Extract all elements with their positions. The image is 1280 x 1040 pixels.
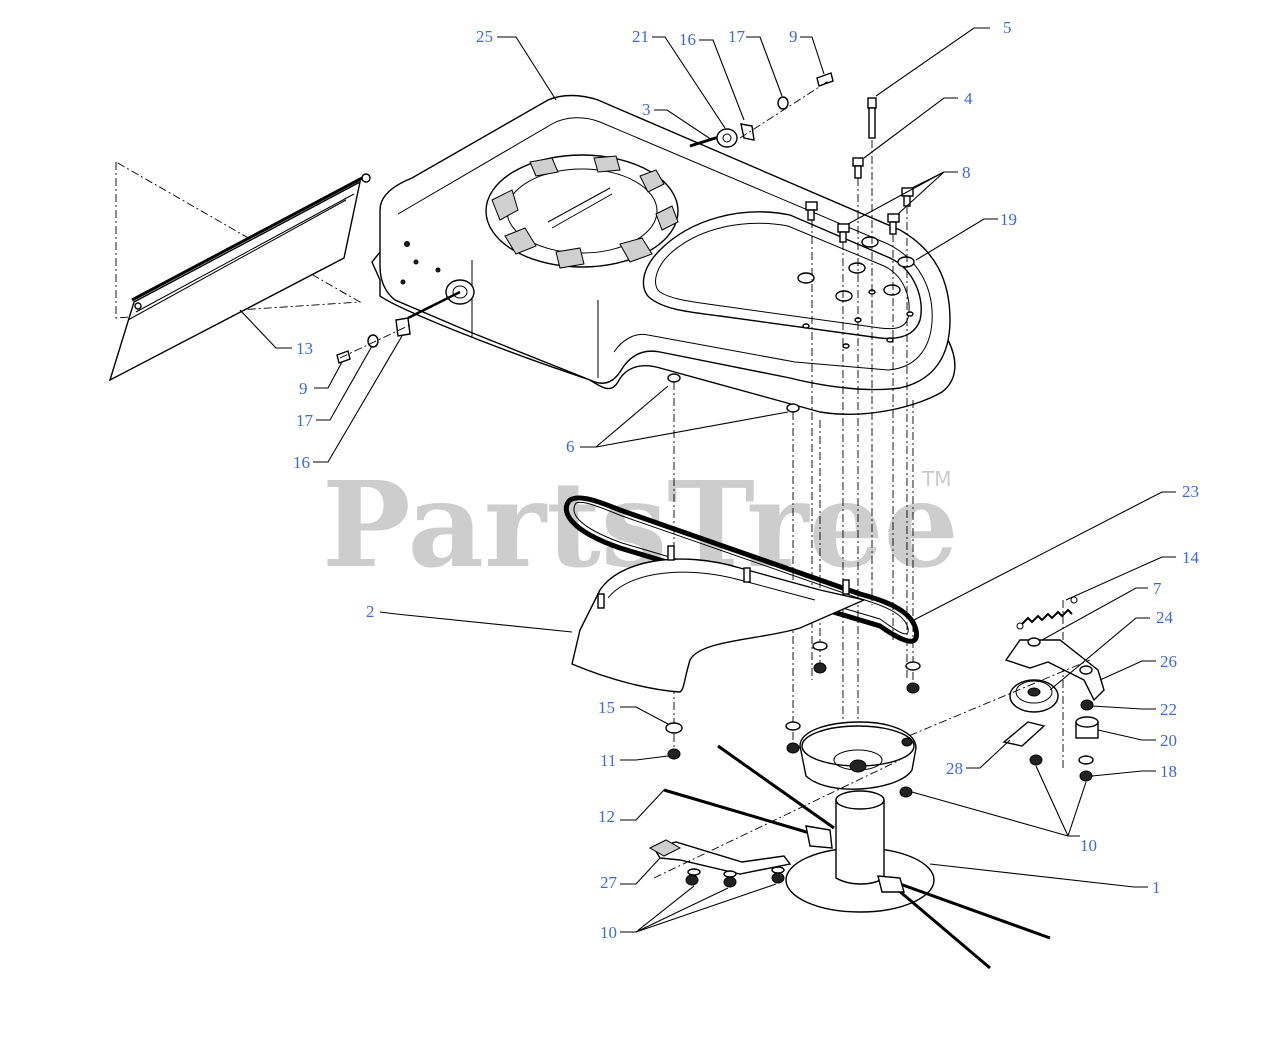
callout-10-right: 10 <box>1080 836 1097 855</box>
part-hardware-top <box>336 72 914 413</box>
callout-17-left: 17 <box>296 411 314 430</box>
callout-9: 9 <box>789 27 798 46</box>
callout-14: 14 <box>1182 548 1200 567</box>
callout-13: 13 <box>296 339 313 358</box>
callout-27: 27 <box>600 873 618 892</box>
callout-12: 12 <box>598 807 615 826</box>
part-25-housing <box>371 94 956 415</box>
callout-19: 19 <box>1000 210 1017 229</box>
part-27-bracket <box>648 759 901 888</box>
callout-23: 23 <box>1182 482 1199 501</box>
part-2-shield <box>571 545 867 693</box>
part-23-belt <box>563 495 919 644</box>
callout-labels: 25 21 16 17 9 5 3 4 8 19 13 9 17 16 6 23… <box>293 18 1200 942</box>
callout-20: 20 <box>1160 731 1177 750</box>
part-idler-assembly <box>879 596 1105 782</box>
callout-24: 24 <box>1156 608 1174 627</box>
part-13-deflector <box>108 161 371 382</box>
part-1-post-assembly <box>663 721 1051 970</box>
callout-25: 25 <box>476 27 493 46</box>
callout-16: 16 <box>679 30 696 49</box>
callout-1: 1 <box>1152 878 1161 897</box>
callout-10-left: 10 <box>600 923 617 942</box>
callout-6: 6 <box>566 437 575 456</box>
callout-17: 17 <box>728 27 746 46</box>
leader-lines <box>239 27 1176 933</box>
callout-18: 18 <box>1160 762 1177 781</box>
callout-15: 15 <box>598 698 615 717</box>
callout-9-left: 9 <box>299 379 308 398</box>
watermark-trademark: TM <box>921 467 951 491</box>
callout-16-left: 16 <box>293 453 310 472</box>
callout-21: 21 <box>632 27 649 46</box>
callout-5: 5 <box>1003 18 1012 37</box>
callout-2: 2 <box>366 602 375 621</box>
callout-26: 26 <box>1160 652 1177 671</box>
callout-4: 4 <box>964 89 973 108</box>
part-washers-nuts <box>665 641 921 760</box>
callout-22: 22 <box>1160 700 1177 719</box>
callout-28: 28 <box>946 759 963 778</box>
callout-7: 7 <box>1153 579 1162 598</box>
callout-11: 11 <box>600 751 616 770</box>
callout-3: 3 <box>642 100 651 119</box>
callout-8: 8 <box>962 163 971 182</box>
